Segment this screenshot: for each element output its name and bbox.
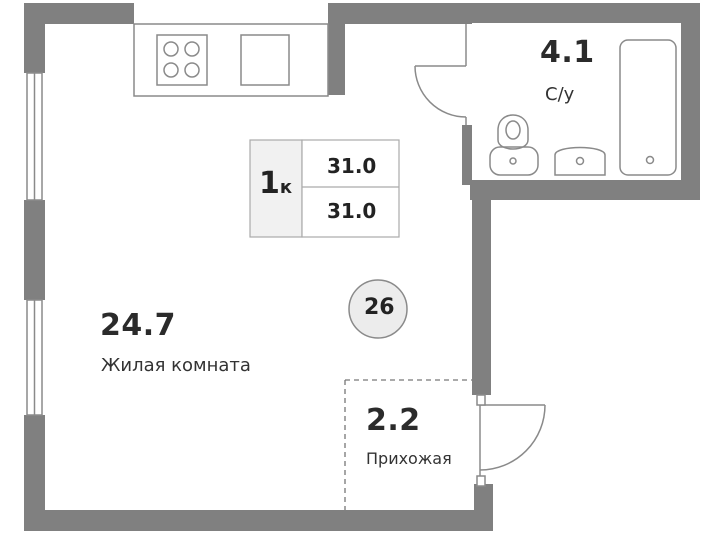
total-area: 31.0	[327, 154, 377, 178]
wall-left-mid	[24, 200, 45, 300]
living-room-name: Жилая комната	[101, 355, 251, 376]
rooms-count-value: 1	[259, 166, 280, 201]
wall-left-bottom	[24, 415, 45, 529]
rooms-count-suffix: к	[279, 177, 293, 198]
washbasin	[554, 146, 606, 176]
drain-icon	[645, 155, 655, 165]
living-room-area: 24.7	[100, 308, 177, 343]
apartment-number: 26	[364, 295, 395, 320]
wall-kitchen-col	[328, 3, 345, 95]
toilet	[497, 114, 529, 150]
bathroom-fixtures	[489, 39, 677, 176]
hall-boundary	[344, 379, 472, 510]
wall-bath-left	[462, 125, 472, 185]
wall-partition	[472, 185, 491, 395]
wall-right-lower	[474, 484, 493, 531]
burner-icon	[184, 41, 200, 57]
wall-top-left	[24, 3, 134, 24]
wall-bottom	[24, 510, 493, 531]
windows	[26, 72, 43, 416]
bathtub	[619, 39, 677, 176]
wall-left-top	[24, 3, 45, 73]
entrance-door	[476, 394, 546, 487]
wall-bath-bottom	[470, 180, 700, 200]
info-box	[249, 139, 400, 238]
bathroom-name: С/у	[545, 84, 575, 105]
wall-right	[681, 3, 700, 199]
burner-icon	[163, 62, 179, 78]
stove	[156, 34, 208, 86]
burner-icon	[163, 41, 179, 57]
toilet-tank	[489, 146, 539, 176]
info-area-cell	[301, 139, 400, 238]
total-area-secondary: 31.0	[327, 199, 377, 223]
hall-area: 2.2	[366, 403, 421, 438]
burner-icon	[184, 62, 200, 78]
kitchen-counter	[133, 23, 329, 97]
sink	[240, 34, 290, 86]
wall-top-right	[472, 3, 700, 23]
rooms-count: 1к	[259, 166, 292, 201]
walls	[24, 3, 700, 531]
hall-name: Прихожая	[366, 449, 452, 468]
bathroom-door	[414, 24, 467, 125]
info-rooms-cell	[249, 139, 303, 238]
countertop	[133, 23, 329, 97]
apartment-number-circle	[348, 279, 408, 339]
wall-top-mid	[328, 3, 472, 24]
bathroom-area: 4.1	[540, 35, 595, 70]
